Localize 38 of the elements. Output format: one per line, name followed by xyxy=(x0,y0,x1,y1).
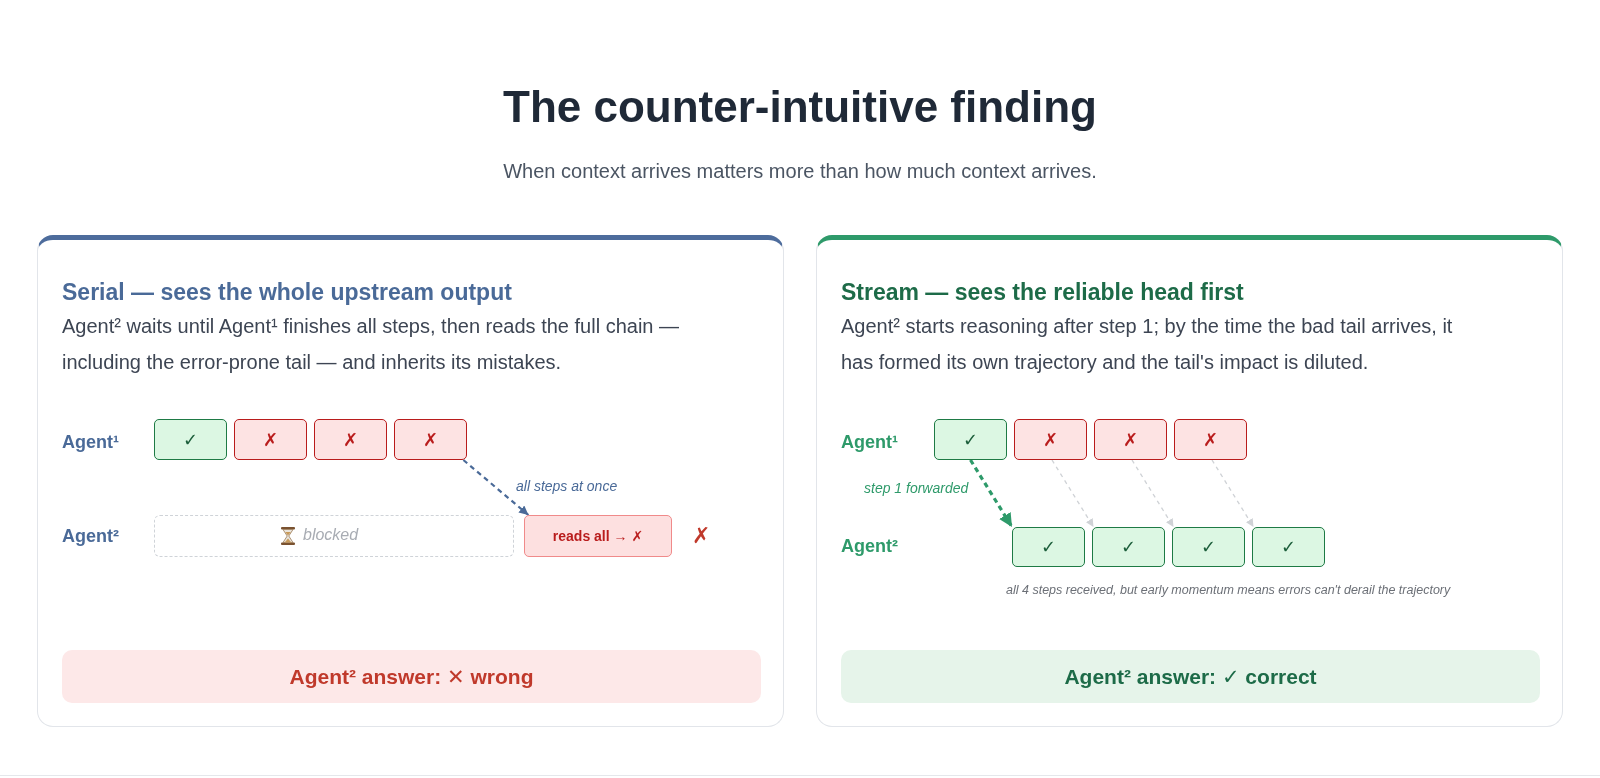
answer-banner: Agent² answer: ✓ correct xyxy=(841,650,1540,703)
comparison-card xyxy=(37,235,784,727)
status-text: blocked xyxy=(303,526,359,544)
step-box: ✗ xyxy=(234,419,307,460)
arrow xyxy=(969,459,1014,528)
step-box: ✓ xyxy=(154,419,227,460)
step-box: ✗ xyxy=(1014,419,1087,460)
step-box: ✗ xyxy=(1174,419,1247,460)
step-box: ✓ xyxy=(1012,527,1085,567)
note-text: all 4 steps received, but early momentum means errors can't derail the trajectory xyxy=(1006,582,1451,598)
answer-banner: Agent² answer: ✕ wrong xyxy=(62,650,761,703)
subtitle: When context arrives matters more than how much context arrives. xyxy=(503,159,1097,183)
page-title: The counter-intuitive finding xyxy=(503,81,1097,133)
card-heading: Stream — sees the reliable head first xyxy=(841,278,1244,306)
step-box: ✓ xyxy=(1092,527,1165,567)
row-label: Agent² xyxy=(62,525,119,547)
arrow xyxy=(1211,459,1255,528)
card-description: Agent² waits until Agent¹ finishes all steps, then reads the full chain — including the error-prone tail — and inherits its mistakes. xyxy=(62,314,680,375)
step-box: ✗ xyxy=(394,419,467,460)
comparison-card xyxy=(816,235,1563,727)
arrow xyxy=(462,459,530,516)
step-box: ✗ xyxy=(1094,419,1167,460)
waiting-box xyxy=(154,515,514,557)
edge-label: all steps at once xyxy=(514,478,620,495)
row-label: Agent¹ xyxy=(841,431,898,453)
step-box: ✓ xyxy=(1252,527,1325,567)
row-label: Agent¹ xyxy=(62,431,119,453)
step-box: ✓ xyxy=(1172,527,1245,567)
card-heading: Serial — sees the whole upstream output xyxy=(62,278,512,306)
result-mark: ✗ xyxy=(692,523,711,549)
arrow xyxy=(1131,459,1175,528)
edge-label: step 1 forwarded xyxy=(862,480,971,497)
arrow xyxy=(1051,459,1095,528)
step-box: ✗ xyxy=(314,419,387,460)
card-description: Agent² starts reasoning after step 1; by the time the bad tail arrives, it has formed its own trajectory and the tail's impact is diluted. xyxy=(841,314,1454,375)
step-box: ✓ xyxy=(934,419,1007,460)
row-label: Agent² xyxy=(841,535,898,557)
step-box: reads all → ✗ xyxy=(524,515,672,557)
